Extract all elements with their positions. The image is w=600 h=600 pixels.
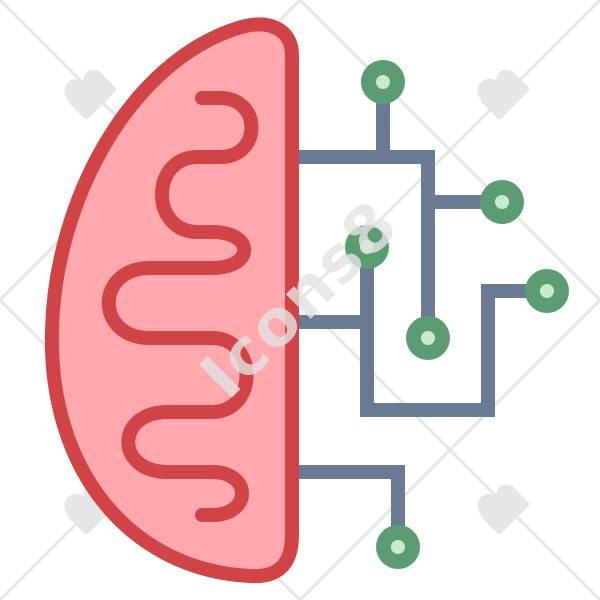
brain-folds: [101, 91, 259, 522]
circuit-node-top: [361, 60, 405, 104]
circuit-node-right-upper: [480, 180, 524, 224]
watermark-logo-bottom-right: [477, 484, 530, 535]
trace-main-top: [292, 150, 435, 338]
watermark-logo-top-left: [64, 69, 117, 120]
circuit-node-right-lower: [525, 269, 569, 313]
circuit-node-middle: [345, 225, 389, 269]
circuit-node-bottom: [376, 525, 420, 569]
circuit-node-center: [406, 316, 450, 360]
watermark-logo-top-right: [477, 69, 530, 120]
circuit-nodes: [345, 60, 569, 569]
circuit-traces: [292, 82, 547, 547]
trace-bottom: [292, 465, 405, 547]
trace-loop: [360, 247, 547, 417]
